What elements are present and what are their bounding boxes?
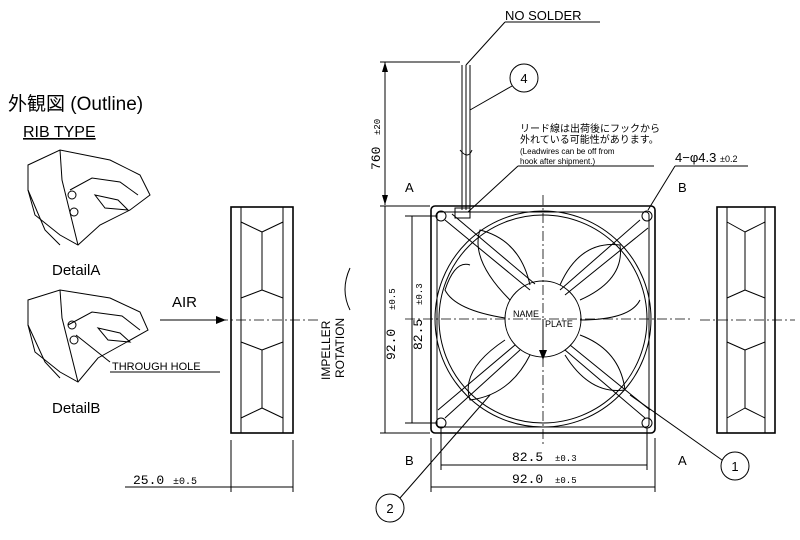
- no-solder-label: NO SOLDER: [505, 8, 582, 23]
- balloon-1: [720, 451, 750, 481]
- rotation-label: ROTATION: [333, 318, 347, 378]
- impeller-label: IMPELLER: [319, 320, 333, 380]
- name-plate-1: NAME: [513, 309, 539, 319]
- detail-b-sketch: [27, 289, 149, 383]
- lead-wires: [459, 65, 473, 210]
- width-outer-dim: 92.0: [512, 472, 543, 487]
- depth-dim: 25.0: [133, 473, 164, 488]
- height-outer-tol: ±0.5: [388, 288, 398, 310]
- hole-spec: 4−φ4.3: [675, 150, 716, 165]
- note-jp-2: 外れている可能性があります。: [520, 133, 659, 146]
- depth-tol: ±0.5: [173, 477, 197, 488]
- note-en-1: (Leadwires can be off from: [520, 147, 615, 156]
- ribs: [437, 213, 651, 419]
- height-outer-dim: 92.0: [384, 329, 399, 360]
- air-label: AIR: [172, 294, 197, 311]
- view-label-a-bottom: A: [678, 453, 687, 468]
- detail-a-label: DetailA: [52, 262, 100, 279]
- rotation-arrow: [344, 267, 351, 311]
- detail-a-sketch: [27, 149, 151, 246]
- view-label-b-top: B: [678, 180, 687, 195]
- name-plate-2: PLATE: [545, 319, 573, 329]
- hole-spec-tol: ±0.2: [720, 154, 737, 164]
- balloon-4-label: 4: [520, 71, 527, 86]
- lead-length-dim: 760: [369, 147, 384, 170]
- balloon-4: [509, 63, 539, 93]
- balloon-2-label: 2: [386, 501, 393, 516]
- rib-type-label: RIB TYPE: [23, 124, 96, 141]
- drawing-title: 外観図 (Outline): [8, 93, 143, 115]
- balloon-2: [375, 493, 405, 523]
- width-outer-tol: ±0.5: [555, 476, 577, 486]
- detail-b-label: DetailB: [52, 400, 100, 417]
- note-en-2: hook after shipment.): [520, 157, 595, 166]
- impeller-blades: [444, 229, 641, 401]
- height-pitch-tol: ±0.3: [415, 283, 425, 305]
- balloon-1-label: 1: [731, 459, 738, 474]
- lead-length-tol: ±20: [373, 119, 383, 135]
- view-label-a-top: A: [405, 180, 414, 195]
- left-side-view: [200, 206, 320, 434]
- height-pitch-dim: 82.5: [411, 319, 426, 350]
- right-side-view: [700, 206, 795, 434]
- width-pitch-tol: ±0.3: [555, 454, 577, 464]
- view-label-b-bottom: B: [405, 453, 414, 468]
- width-pitch-dim: 82.5: [512, 450, 543, 465]
- through-hole-label: THROUGH HOLE: [112, 361, 201, 373]
- note-jp-1: リード線は出荷後にフックから: [520, 122, 660, 135]
